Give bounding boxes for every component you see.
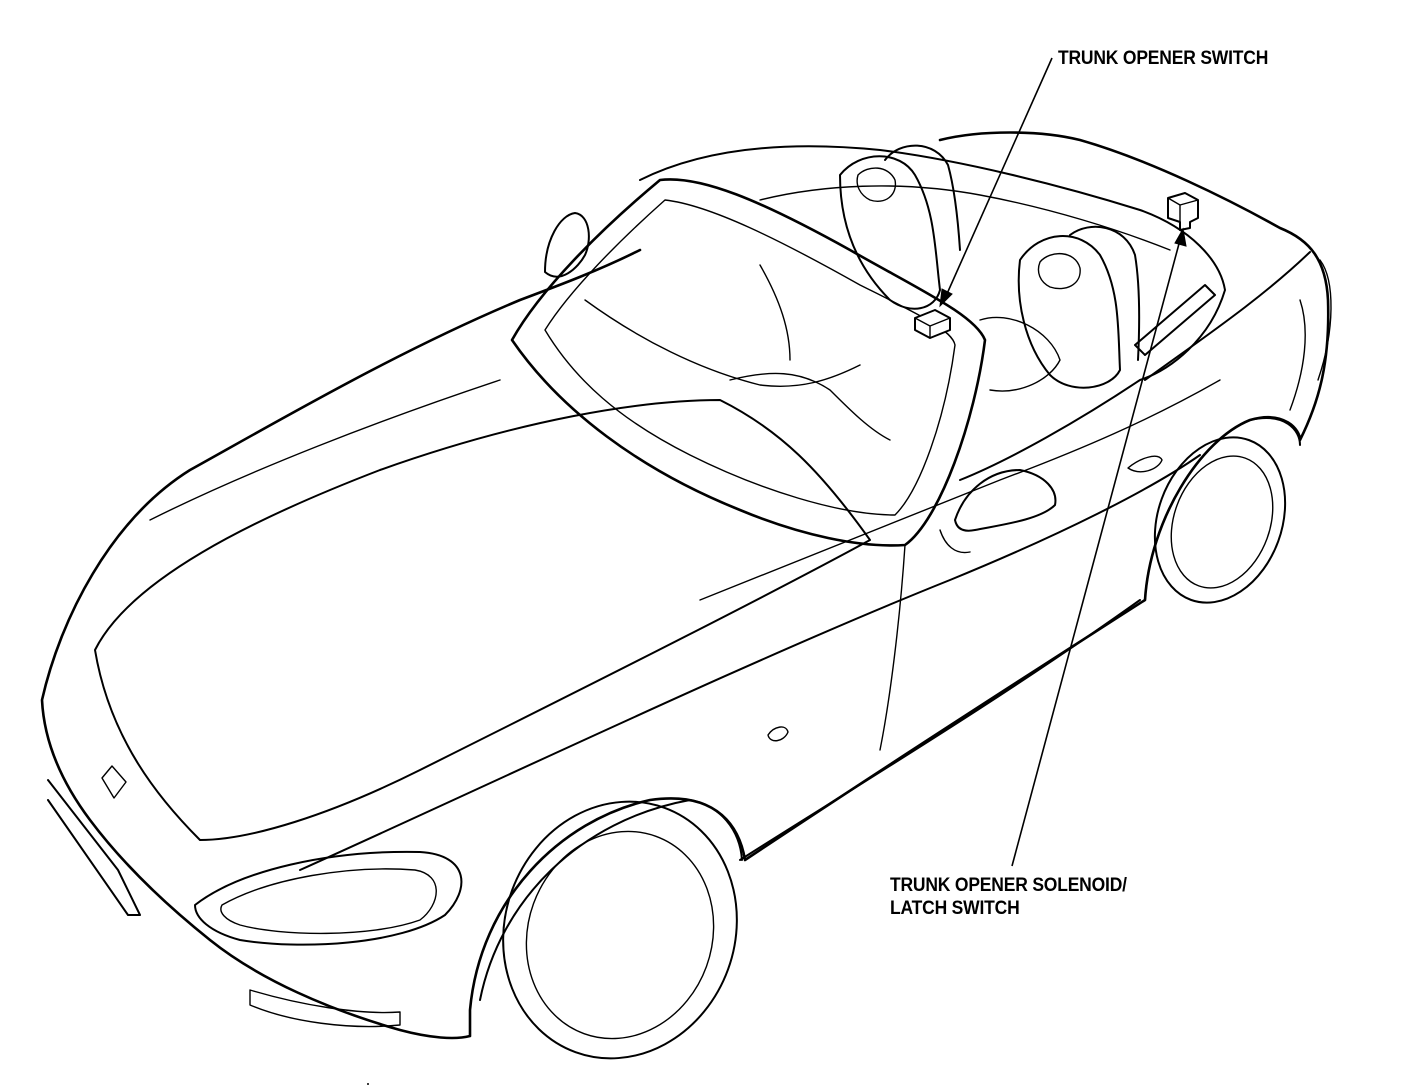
side-marker (767, 726, 789, 742)
left-side-mirror (544, 212, 590, 278)
rear-deck-bar (1134, 284, 1216, 356)
front-wheel-arch (479, 799, 743, 1001)
headlight-lens (220, 868, 437, 935)
rear-rim (1170, 455, 1274, 589)
right-seat-back (1017, 235, 1121, 389)
leader-lines (939, 57, 1187, 867)
mirror-base (939, 529, 971, 554)
dashboard (584, 299, 861, 387)
switch-body-front (914, 309, 951, 339)
windshield (510, 178, 987, 547)
rear-tail (1317, 259, 1332, 381)
door-seam (879, 544, 906, 751)
solenoid-label-line1: TRUNK OPENER SOLENOID/ (890, 875, 1127, 896)
lower-intake (249, 989, 401, 1028)
front-bumper (47, 779, 141, 916)
cockpit (639, 144, 1226, 481)
cockpit-inner (759, 185, 1171, 251)
right-side-mirror (954, 469, 1057, 532)
interior-line (759, 264, 791, 361)
right-headrest (1037, 253, 1081, 290)
door-lower-line (739, 599, 1141, 861)
trunk-opener-switch-label: TRUNK OPENER SWITCH (1058, 47, 1268, 70)
trunk-opener-solenoid-part (1167, 192, 1199, 231)
headlight-housing (194, 850, 463, 946)
rear-quarter (1144, 251, 1311, 381)
windshield-frame (510, 178, 987, 547)
door-handle (1127, 455, 1163, 473)
windshield-glass (544, 199, 956, 516)
headlight (194, 850, 463, 1028)
door-shoulder-line (699, 379, 1221, 601)
side-crease (299, 454, 1201, 871)
body-outline (40, 131, 1330, 1040)
steering-area (729, 372, 891, 441)
hood-panel (94, 399, 871, 841)
solenoid-edge (1167, 197, 1199, 223)
solenoid-leader-line (1011, 239, 1181, 867)
switch-leader-line (945, 57, 1053, 297)
rear-deck-line (1289, 299, 1306, 411)
right-seat-cushion (979, 316, 1061, 392)
left-rollbar (884, 144, 961, 251)
rear-wheel (1144, 417, 1301, 604)
left-seat-back (839, 155, 941, 310)
hood-crease (149, 379, 501, 521)
trunk-opener-switch-text: TRUNK OPENER SWITCH (1058, 48, 1269, 69)
trunk-opener-solenoid-label: TRUNK OPENER SOLENOID/ LATCH SWITCH (890, 874, 1127, 920)
front-tire (502, 800, 738, 1060)
trunk-opener-switch-part (914, 309, 951, 339)
hood (47, 379, 871, 916)
rear-wheel-arch (1144, 417, 1301, 601)
solenoid-leader-arrow (1174, 227, 1187, 247)
front-rim (525, 830, 715, 1040)
stray-mark (367, 1083, 369, 1085)
left-headrest (856, 167, 897, 202)
cockpit-rim (639, 145, 1226, 481)
front-wheel (479, 799, 743, 1060)
front-emblem (101, 765, 127, 799)
right-rollbar (1069, 225, 1141, 361)
solenoid-label-line2: LATCH SWITCH (890, 898, 1020, 919)
rear-tire (1153, 436, 1287, 604)
switch-leader-arrow (939, 288, 953, 308)
switch-body-top (914, 317, 951, 339)
